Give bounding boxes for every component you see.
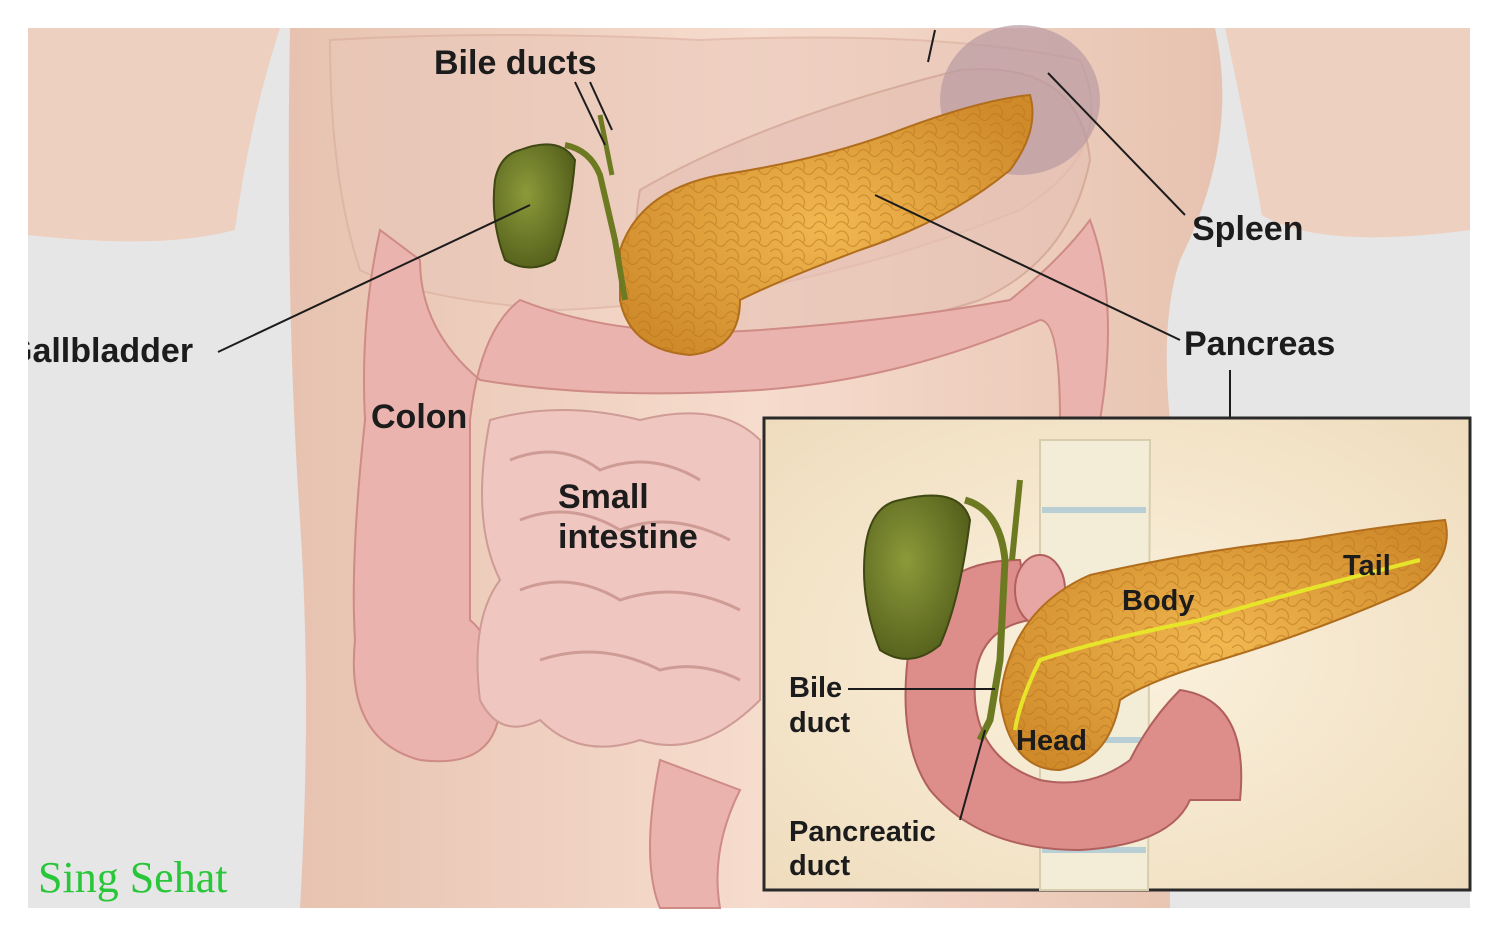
label-gallbladder: Gallbladder [6,332,194,370]
inset-panel [762,416,1472,892]
small-intestine-shape [476,409,761,748]
label-small-intestine-line2: intestine [558,518,698,556]
leader-bile-ducts-a [574,81,606,146]
bile-duct-main [564,142,628,301]
leader-bile-ducts-b [589,81,613,131]
leader-pancreas [874,194,1181,341]
gallbladder-shape [492,143,577,269]
label-inset-pancreatic-duct-line1: Pancreatic [789,816,936,848]
label-inset-body: Body [1122,585,1195,617]
inset-bile-duct [963,496,1009,742]
intestine-loops [509,450,741,682]
label-bile-ducts: Bile ducts [434,44,597,82]
leader-spleen [1047,72,1186,216]
inset-leader-lines [848,688,995,821]
label-pancreas: Pancreas [1184,325,1336,363]
label-colon: Colon [371,398,468,436]
duodenum-shape [904,558,1243,852]
label-inset-bile-duct-line1: Bile [789,672,843,704]
pancreas-texture [620,95,1033,355]
label-inset-pancreatic-duct-line2: duct [789,850,851,882]
label-inset-head: Head [1016,725,1087,757]
label-small-intestine-line1: Small [558,478,649,516]
label-inset-bile-duct-line2: duct [789,707,851,739]
label-spleen: Spleen [1192,210,1304,248]
label-inset-tail: Tail [1343,550,1391,582]
bile-duct-branch [597,114,615,176]
left-arm [28,28,280,242]
watermark: Sing Sehat [38,853,228,902]
leader-top [927,29,936,63]
lower-bowel [649,758,742,909]
leader-inset-pancreatic-duct [959,729,986,821]
leader-gallbladder [217,204,531,353]
inset-pancreatic-duct [1013,558,1421,731]
inset-gallbladder-shape [863,494,972,660]
inset-bile-duct-branch [1009,479,1023,561]
leader-lines [217,29,1231,585]
right-arm [1225,28,1470,238]
